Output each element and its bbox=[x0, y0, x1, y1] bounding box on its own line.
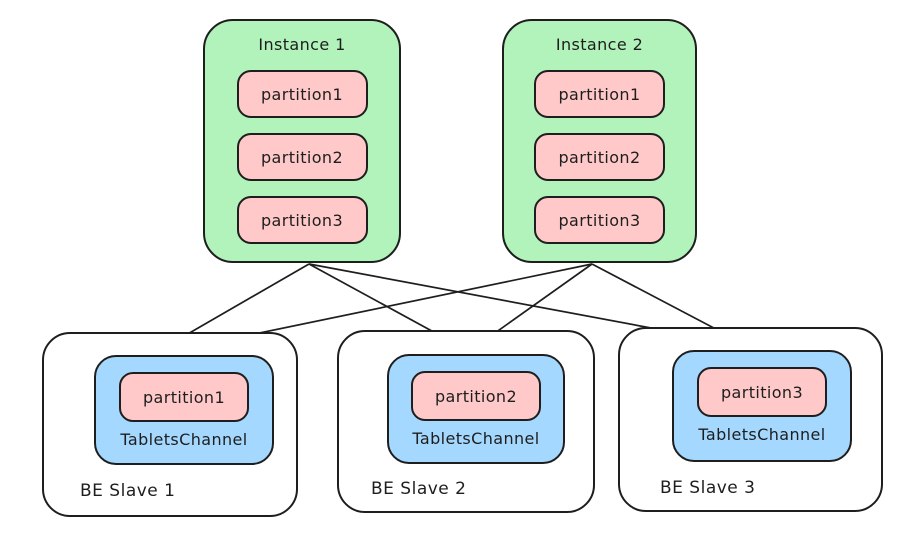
instance-2-partition-1: partition1 bbox=[534, 70, 665, 118]
instance-2-box: Instance 2 partition1 partition2 partiti… bbox=[502, 19, 697, 263]
slave-1-partition: partition1 bbox=[119, 372, 249, 422]
be-slave-3-box: partition3 TabletsChannel BE Slave 3 bbox=[618, 327, 883, 512]
slave-1-channel-label: TabletsChannel bbox=[120, 430, 248, 449]
instance-2-partition-3: partition3 bbox=[534, 196, 665, 244]
be-slave-1-label: BE Slave 1 bbox=[80, 481, 176, 501]
be-slave-3-label: BE Slave 3 bbox=[660, 478, 756, 498]
be-slave-2-box: partition2 TabletsChannel BE Slave 2 bbox=[337, 330, 595, 513]
slave-3-tablets-channel: partition3 TabletsChannel bbox=[672, 350, 852, 462]
slave-1-tablets-channel: partition1 TabletsChannel bbox=[94, 355, 274, 465]
instance-1-box: Instance 1 partition1 partition2 partiti… bbox=[203, 19, 401, 263]
slave-3-channel-label: TabletsChannel bbox=[698, 425, 826, 444]
instance-2-partition-2: partition2 bbox=[534, 133, 665, 181]
instance-2-label: Instance 2 bbox=[555, 35, 644, 54]
slave-3-partition: partition3 bbox=[697, 367, 827, 417]
slave-2-partition: partition2 bbox=[411, 371, 541, 421]
instance-1-partition-1: partition1 bbox=[236, 70, 368, 118]
instance-1-partition-3: partition3 bbox=[236, 196, 368, 244]
instance-1-label: Instance 1 bbox=[258, 35, 346, 54]
slave-2-channel-label: TabletsChannel bbox=[412, 429, 540, 448]
be-slave-1-box: partition1 TabletsChannel BE Slave 1 bbox=[42, 332, 298, 517]
be-slave-2-label: BE Slave 2 bbox=[371, 479, 467, 499]
slave-2-tablets-channel: partition2 TabletsChannel bbox=[387, 354, 565, 464]
instance-1-partition-2: partition2 bbox=[236, 133, 368, 181]
